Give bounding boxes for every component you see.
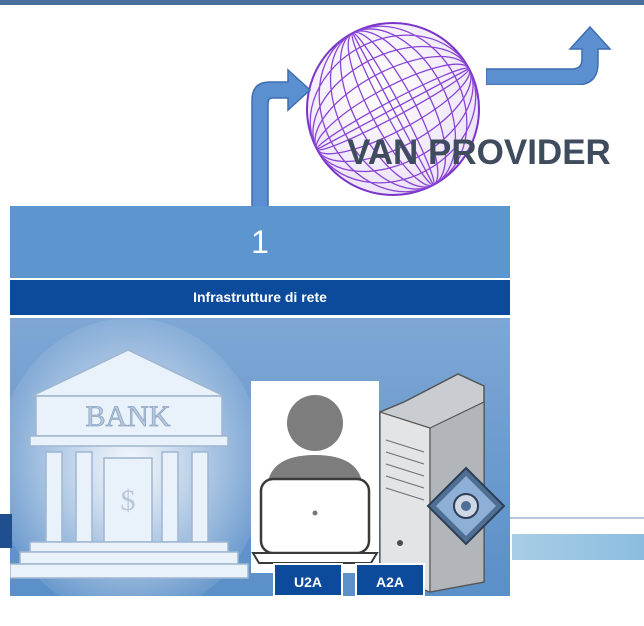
- card-subtitle: Infrastrutture di rete: [10, 280, 510, 315]
- user-icon: [251, 381, 379, 573]
- bank-sign: BANK: [85, 400, 170, 433]
- server-icon: [379, 373, 485, 593]
- gear-icon: [426, 466, 506, 546]
- bank-icon: BANK $: [10, 318, 265, 596]
- a2a-tag: A2A: [355, 563, 425, 597]
- slide-accent-right: [512, 534, 644, 560]
- u2a-tag: U2A: [273, 563, 343, 597]
- van-provider-label: VAN PROVIDER: [347, 133, 611, 172]
- card-number: 1: [10, 206, 510, 278]
- globe-icon: [306, 22, 480, 196]
- arrow-up-icon: [251, 68, 312, 220]
- arrow-right-icon: [486, 25, 612, 85]
- slide-rule: [510, 517, 644, 519]
- slide-accent-left: [0, 514, 12, 548]
- top-rule: [0, 0, 644, 5]
- laptop-icon: [251, 477, 379, 564]
- svg-text:$: $: [121, 484, 136, 517]
